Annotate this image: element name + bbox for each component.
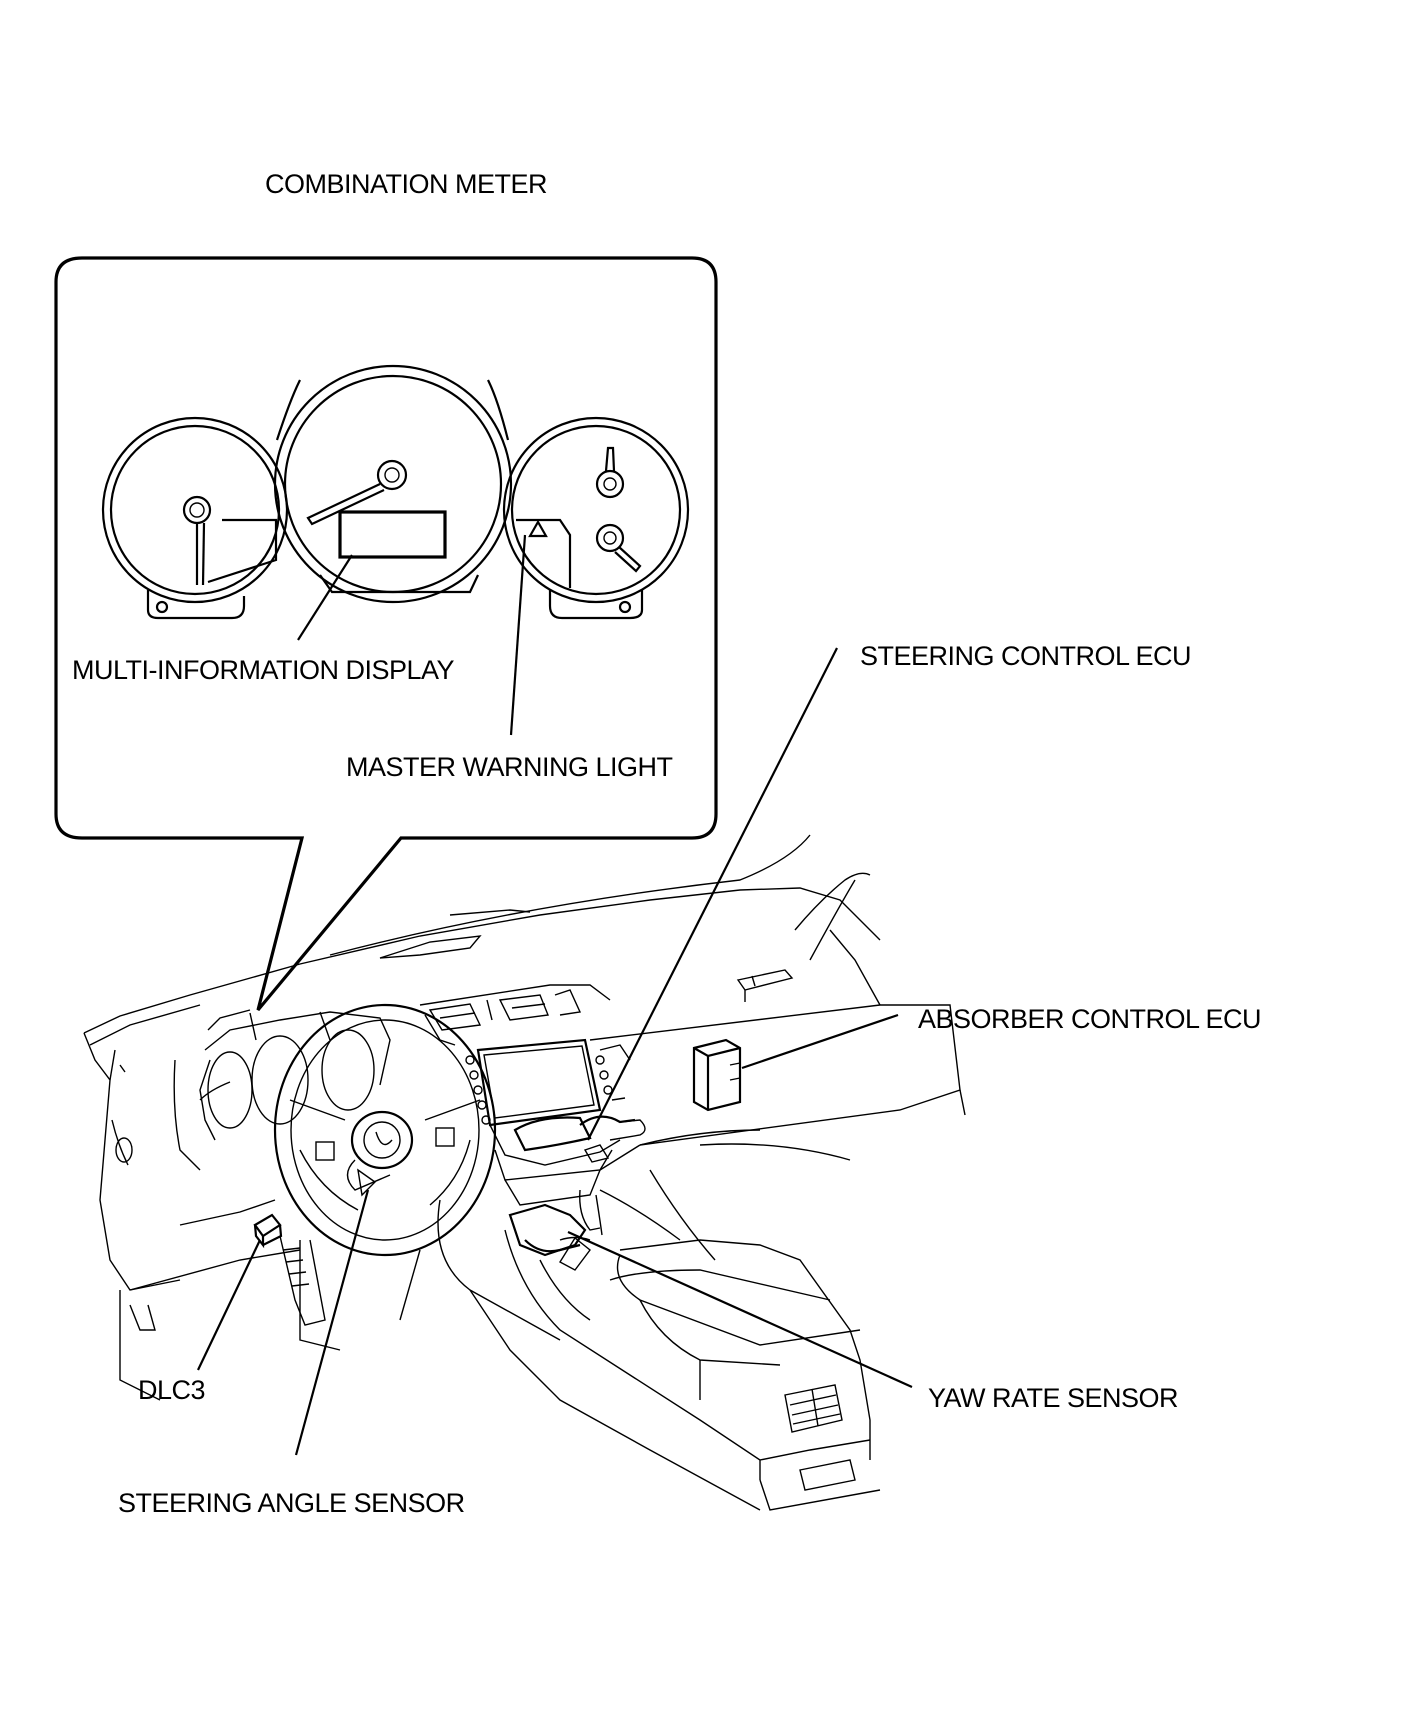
- label-combination-meter: COMBINATION METER: [265, 169, 547, 199]
- steering-wheel: [129, 1003, 497, 1351]
- leader-steering-control-ecu: [587, 647, 838, 1141]
- dash-cluster: [199, 1009, 391, 1141]
- label-dlc3: DLC3: [138, 1375, 205, 1405]
- center-gauge: [273, 364, 513, 604]
- label-steering-control-ecu: STEERING CONTROL ECU: [860, 641, 1191, 671]
- multi-information-display-screen: [338, 510, 447, 559]
- label-steering-angle-sensor: STEERING ANGLE SENSOR: [118, 1488, 465, 1518]
- leader-dlc3: [197, 1239, 261, 1371]
- leader-absorber-control-ecu: [741, 1013, 899, 1070]
- label-multi-information-display: MULTI-INFORMATION DISPLAY: [72, 655, 455, 685]
- leader-lines: [197, 534, 913, 1456]
- label-yaw-rate-sensor: YAW RATE SENSOR: [928, 1383, 1178, 1413]
- instrument-panel: [83, 834, 966, 1401]
- label-absorber-control-ecu: ABSORBER CONTROL ECU: [918, 1004, 1261, 1034]
- label-master-warning-light: MASTER WARNING LIGHT: [346, 752, 673, 782]
- combination-meter-callout: [54, 256, 718, 1012]
- left-gauge: [101, 416, 289, 620]
- master-warning-light-icon: [528, 519, 548, 538]
- leader-master-warning-light: [509, 534, 527, 736]
- combination-meter: [101, 364, 690, 620]
- steering-angle-sensor-part: [357, 1168, 377, 1197]
- leader-steering-angle-sensor: [294, 1189, 370, 1456]
- center-console: [437, 1189, 881, 1511]
- absorber-control-ecu-part: [692, 1038, 742, 1112]
- leader-multi-information-display: [297, 554, 353, 641]
- steering-control-ecu-part: [579, 1115, 636, 1163]
- center-stack: [419, 984, 646, 1206]
- leader-yaw-rate-sensor: [567, 1230, 913, 1389]
- right-gauge: [502, 416, 690, 620]
